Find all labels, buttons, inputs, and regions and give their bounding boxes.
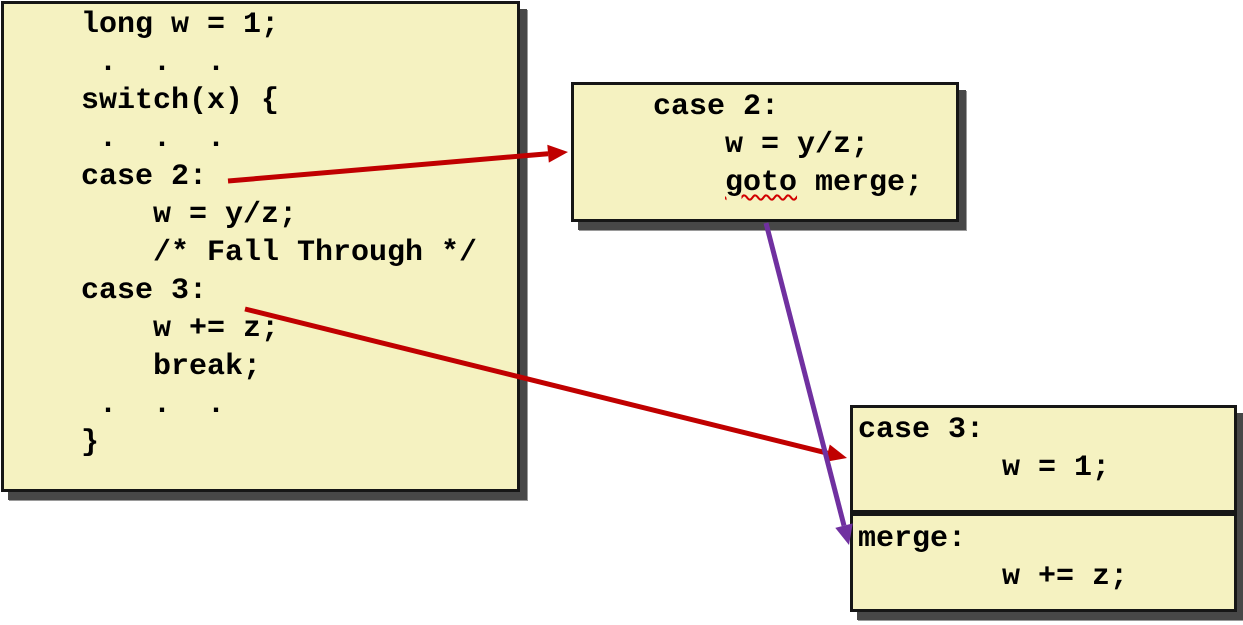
source-code-box: long w = 1; . . . switch(x) { . . . case…	[1, 1, 520, 492]
case3-target-lines: case 3: w = 1;	[858, 413, 1111, 485]
case2-target-lines: case 2: w = y/z;	[653, 90, 870, 162]
goto-keyword: goto	[725, 166, 798, 200]
case3-target-box: case 3: w = 1;	[850, 405, 1237, 513]
merge-target-box: merge: w += z;	[850, 513, 1237, 612]
case2-target-text: case 2: w = y/z; goto merge;	[574, 85, 956, 202]
goto-target-label: merge;	[797, 166, 924, 200]
arrow-case2-to-case2-block-head	[547, 144, 568, 163]
merge-target-lines: merge: w += z;	[858, 522, 1129, 594]
case3-target-text: case 3: w = 1;	[853, 408, 1234, 487]
merge-target-text: merge: w += z;	[853, 516, 1234, 596]
source-code-lines: long w = 1; . . . switch(x) { . . . case…	[81, 8, 478, 460]
goto-indent	[653, 166, 725, 200]
arrow-case3-to-case3-block-head	[825, 444, 847, 462]
source-code-text: long w = 1; . . . switch(x) { . . . case…	[4, 4, 517, 462]
case2-target-box: case 2: w = y/z; goto merge;	[571, 82, 959, 222]
arrow-goto-to-merge-block-line	[763, 222, 847, 527]
